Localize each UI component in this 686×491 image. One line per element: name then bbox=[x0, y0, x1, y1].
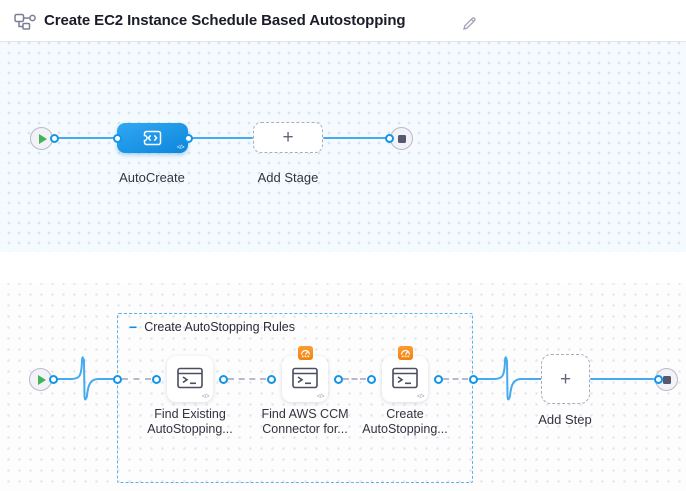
edge-line bbox=[54, 137, 118, 139]
shell-script-icon bbox=[292, 367, 318, 389]
connector-point bbox=[384, 133, 394, 143]
dashed-edge-line bbox=[122, 378, 151, 380]
step-group-create-autostopping-rules: − Create AutoStopping Rules bbox=[117, 313, 473, 483]
wavy-edge-line bbox=[477, 356, 541, 401]
connector-point bbox=[48, 374, 58, 384]
pipeline-graph-icon bbox=[13, 12, 39, 36]
ccm-autostopping-badge-icon bbox=[297, 346, 313, 360]
connector-point bbox=[151, 374, 161, 384]
shell-script-icon bbox=[392, 367, 418, 389]
step-label: Find AWS CCM Connector for... bbox=[261, 407, 349, 436]
step-node-create-autostopping[interactable]: </> bbox=[382, 356, 428, 402]
dashed-edge-line bbox=[343, 378, 366, 380]
stop-icon bbox=[397, 134, 406, 143]
add-stage-label: Add Stage bbox=[257, 170, 319, 185]
code-glyph-icon: </> bbox=[316, 394, 325, 400]
stop-icon bbox=[662, 375, 671, 384]
stage-label: AutoCreate bbox=[119, 170, 185, 185]
connector-point bbox=[468, 374, 478, 384]
page-title: Create EC2 Instance Schedule Based Autos… bbox=[44, 12, 406, 29]
ccm-autostopping-badge-icon bbox=[397, 346, 413, 360]
shell-script-icon bbox=[177, 367, 203, 389]
connector-point bbox=[183, 133, 193, 143]
add-step-label: Add Step bbox=[538, 412, 592, 427]
connector-point bbox=[113, 374, 122, 384]
edge-line bbox=[590, 378, 654, 380]
code-glyph-icon: </> bbox=[416, 394, 425, 400]
play-icon bbox=[37, 374, 46, 385]
group-collapse-header[interactable]: − Create AutoStopping Rules bbox=[129, 320, 295, 334]
connector-point bbox=[653, 374, 663, 384]
step-node-find-existing-autostopping[interactable]: </> bbox=[167, 356, 213, 402]
connector-point bbox=[49, 133, 59, 143]
pipeline-header: Create EC2 Instance Schedule Based Autos… bbox=[0, 0, 686, 42]
collapse-minus-icon[interactable]: − bbox=[129, 319, 138, 335]
play-icon bbox=[39, 133, 47, 144]
connector-point bbox=[333, 374, 343, 384]
connector-point bbox=[433, 374, 443, 384]
plus-icon: + bbox=[559, 368, 572, 390]
connector-point bbox=[266, 374, 276, 384]
edge-line bbox=[188, 137, 253, 139]
code-glyph-icon: </> bbox=[176, 145, 185, 151]
plus-icon: + bbox=[282, 127, 294, 148]
pipeline-end-node bbox=[389, 126, 413, 150]
dashed-edge-line bbox=[228, 378, 266, 380]
code-glyph-icon: </> bbox=[201, 394, 210, 400]
step-canvas[interactable]: − Create AutoStopping Rules bbox=[0, 283, 686, 491]
add-stage-button[interactable]: + bbox=[253, 122, 323, 153]
step-label: Find Existing AutoStopping... bbox=[147, 407, 233, 436]
step-node-find-aws-ccm-connector[interactable]: </> bbox=[282, 356, 328, 402]
connector-point bbox=[112, 133, 122, 143]
stage-canvas[interactable]: </> AutoCreate + Add Stage bbox=[0, 42, 686, 252]
edit-pencil-icon[interactable] bbox=[461, 15, 478, 37]
step-label: Create AutoStopping... bbox=[362, 407, 448, 436]
add-step-button[interactable]: + bbox=[541, 354, 590, 404]
edge-line bbox=[323, 137, 389, 139]
custom-stage-icon bbox=[143, 130, 162, 146]
wavy-edge-line bbox=[57, 356, 114, 401]
connector-point bbox=[218, 374, 228, 384]
group-title: Create AutoStopping Rules bbox=[144, 320, 295, 334]
dashed-edge-line bbox=[443, 378, 468, 380]
stage-node-autocreate[interactable]: </> bbox=[117, 123, 188, 153]
connector-point bbox=[366, 374, 376, 384]
